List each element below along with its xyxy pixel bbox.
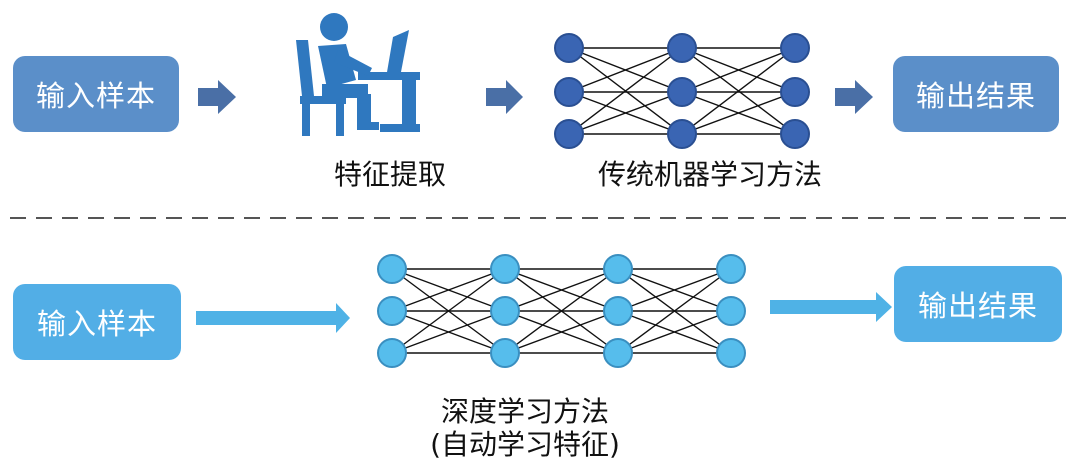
shallow-network-node [554,77,584,107]
deep-network-node [603,338,633,368]
deep-network-node [603,296,633,326]
deep-network-connection [391,268,506,312]
deep-network-node [490,296,520,326]
deep-network-node [377,254,407,284]
shallow-network-node [667,119,697,149]
shallow-network-connection [568,47,683,135]
feature-extraction-caption: 特征提取 [333,158,446,191]
deep-network-node [716,254,746,284]
deep-network-connection [391,310,506,354]
traditional-ml-caption: 传统机器学习方法 [597,158,822,191]
shallow-network-connection [681,47,796,135]
shallow-network-connection [568,91,683,135]
arrow-icon-top-2 [486,80,523,114]
output-result-box-bottom: 输出结果 [894,266,1062,342]
deep-network-node [716,338,746,368]
output-result-label-bottom: 输出结果 [917,289,1038,323]
shallow-network [554,33,810,149]
shallow-network-connection [568,47,683,93]
shallow-network-connection [681,47,796,93]
deep-network [377,254,746,368]
arrow-icon-bottom-2 [770,292,892,322]
deep-network-node [377,338,407,368]
deep-network-node [603,254,633,284]
shallow-network-node [667,33,697,63]
deep-network-connection [617,310,732,354]
shallow-network-node [780,77,810,107]
arrow-icon-top-3 [835,80,873,114]
arrow-icon-top-1 [198,80,236,114]
deep-network-connection [617,268,732,354]
deep-learning-subcaption: (自动学习特征) [430,428,620,461]
deep-network-connection [504,268,619,354]
deep-network-connection [504,268,619,312]
input-sample-box-bottom: 输入样本 [13,284,181,360]
shallow-network-node [667,77,697,107]
deep-network-node [716,296,746,326]
person-at-computer-icon [296,13,420,136]
deep-network-node [377,296,407,326]
deep-network-node [490,254,520,284]
shallow-network-node [780,33,810,63]
deep-network-node [490,338,520,368]
shallow-network-node [554,33,584,63]
deep-network-connection [617,268,732,312]
input-sample-label-bottom: 输入样本 [36,307,157,341]
input-sample-label-top: 输入样本 [35,79,156,113]
arrow-icon-bottom-1 [196,303,350,333]
deep-learning-caption: 深度学习方法 [440,395,609,428]
input-sample-box-top: 输入样本 [13,56,179,132]
deep-network-connection [504,310,619,354]
deep-network-connection [391,268,506,354]
shallow-network-node [780,119,810,149]
shallow-network-node [554,119,584,149]
output-result-box-top: 输出结果 [893,56,1059,132]
shallow-network-connection [681,91,796,135]
output-result-label-top: 输出结果 [915,79,1036,113]
